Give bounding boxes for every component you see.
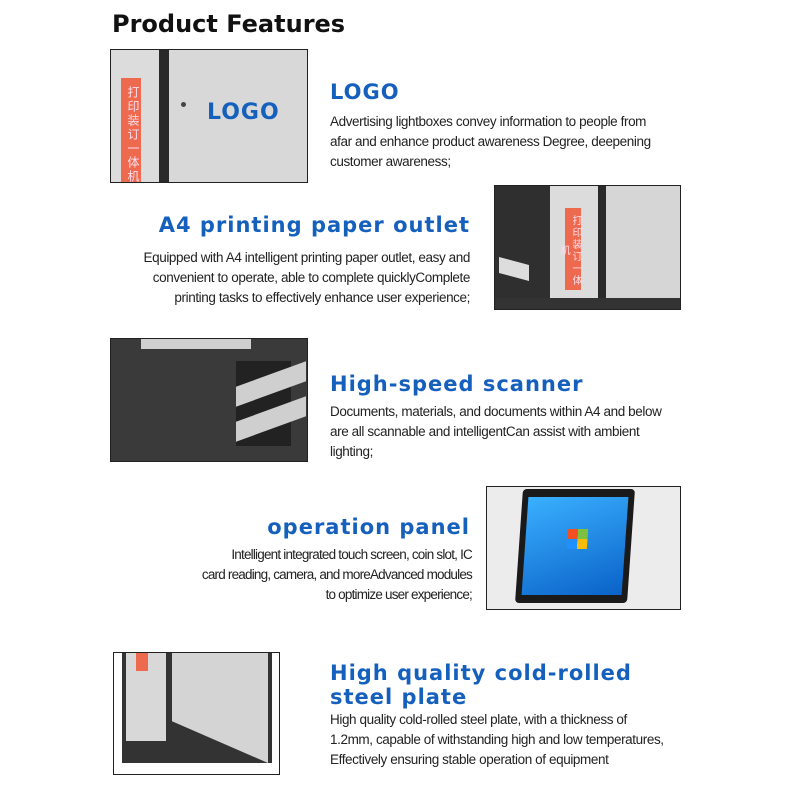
heading-line: steel plate — [330, 685, 468, 709]
text-line: 1.2mm, capable of withstanding high and … — [330, 732, 664, 747]
machine-label-strip — [136, 653, 148, 671]
feature-heading-steel-plate: High quality cold-rolled steel plate — [330, 661, 632, 709]
windows-logo-icon — [566, 529, 589, 549]
text-line: Equipped with A4 intelligent printing pa… — [143, 250, 471, 265]
text-line: card reading, camera, and moreAdvanced m… — [201, 567, 473, 582]
text-line: convenient to operate, able to complete … — [152, 270, 471, 285]
steel-plate-image — [113, 652, 280, 775]
text-line: printing tasks to effectively enhance us… — [174, 290, 470, 305]
page-title: Product Features — [112, 10, 346, 38]
text-line: lighting; — [330, 444, 373, 459]
text-line: afar and enhance product awareness Degre… — [330, 134, 651, 149]
touch-screen-image — [486, 486, 681, 610]
text-line: customer awareness; — [330, 154, 451, 169]
feature-description-scanner: Documents, materials, and documents with… — [330, 402, 710, 462]
logo-panel-image: 打印装订一体机 LOGO — [110, 49, 308, 183]
paper-outlet-image: 打印装订一体机 — [494, 185, 681, 310]
feature-heading-logo: LOGO — [330, 80, 400, 104]
machine-label-strip: 打印装订一体机 — [558, 208, 581, 290]
feature-heading-paper-outlet: A4 printing paper outlet — [158, 213, 470, 237]
feature-description-steel-plate: High quality cold-rolled steel plate, wi… — [330, 710, 730, 770]
text-line: are all scannable and intelligentCan ass… — [330, 424, 640, 439]
scanner-image — [110, 338, 308, 462]
touch-screen — [515, 489, 635, 603]
text-line: Effectively ensuring stable operation of… — [330, 752, 609, 767]
feature-description-paper-outlet: Equipped with A4 intelligent printing pa… — [60, 248, 471, 308]
feature-description-logo: Advertising lightboxes convey informatio… — [330, 112, 710, 172]
logo-text-on-panel: LOGO — [207, 100, 280, 125]
machine-label-strip: 打印装订一体机 — [121, 78, 141, 182]
text-line: Documents, materials, and documents with… — [330, 404, 662, 419]
feature-heading-scanner: High-speed scanner — [330, 372, 584, 396]
feature-description-operation-panel: Intelligent integrated touch screen, coi… — [60, 545, 473, 605]
text-line: to optimize user experience; — [325, 587, 473, 602]
text-line: High quality cold-rolled steel plate, wi… — [330, 712, 627, 727]
heading-line: High quality cold-rolled — [330, 661, 632, 685]
text-line: Advertising lightboxes convey informatio… — [330, 114, 647, 129]
feature-heading-operation-panel: operation panel — [267, 515, 470, 539]
text-line: Intelligent integrated touch screen, coi… — [231, 547, 472, 562]
